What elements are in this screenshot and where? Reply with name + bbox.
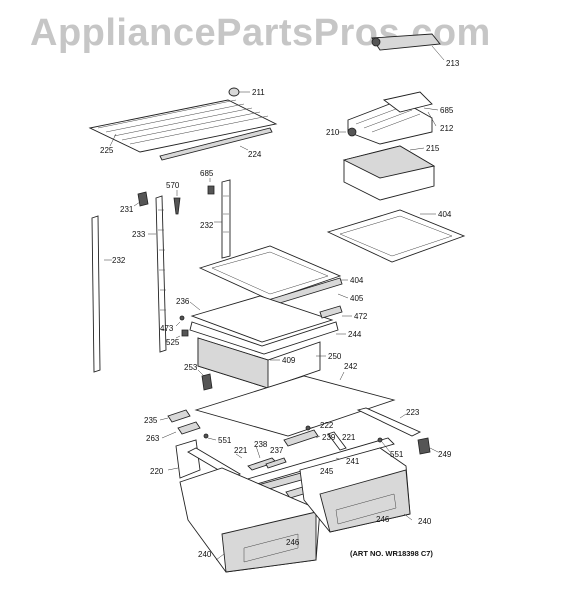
part-240-crisper-drawer-right (299, 447, 413, 533)
callout-225: 225 (100, 146, 114, 155)
callout-473: 473 (160, 324, 174, 333)
callout-238: 238 (254, 440, 268, 449)
callout-551-right: 551 (390, 450, 404, 459)
callout-253: 253 (184, 363, 198, 372)
part-237-trim (265, 457, 287, 469)
part-404-glass-shelf-middle (198, 245, 348, 301)
callout-210: 210 (326, 128, 340, 137)
callout-240-left: 240 (198, 550, 212, 559)
part-244-frame (189, 321, 346, 355)
callout-231: 231 (120, 205, 134, 214)
part-242-crisper-cover-glass (194, 371, 396, 437)
callout-551-left: 551 (218, 436, 232, 445)
callout-404-upper: 404 (438, 210, 452, 219)
callout-224: 224 (248, 150, 262, 159)
callout-239: 239 (322, 433, 336, 442)
part-212-adjustable-shelf (347, 91, 439, 145)
callout-222: 222 (320, 421, 334, 430)
part-210-knob (338, 127, 357, 137)
callout-236: 236 (176, 297, 190, 306)
callout-250: 250 (328, 352, 342, 361)
part-232-rail-center (214, 179, 231, 259)
callout-232-center: 232 (200, 221, 214, 230)
part-222-screw (305, 425, 319, 431)
callout-211: 211 (252, 88, 265, 97)
callout-685-clip: 685 (200, 169, 214, 178)
part-213-bracket (371, 33, 445, 61)
callout-220: 220 (150, 467, 164, 476)
part-225-wire-shelf (88, 99, 278, 153)
callout-232-left: 232 (112, 256, 126, 265)
part-220-side-bracket (167, 439, 201, 479)
part-224-trim-strip (159, 127, 273, 161)
callout-240-right: 240 (418, 517, 432, 526)
callout-685: 685 (440, 106, 454, 115)
part-249-part (417, 437, 439, 455)
part-221-rail-right (327, 431, 347, 451)
part-223-rail (356, 407, 422, 437)
callout-212: 212 (440, 124, 454, 133)
part-239-clip (283, 429, 321, 447)
part-473-screw (175, 315, 185, 327)
callout-405: 405 (350, 294, 364, 303)
part-232-rail-left (91, 215, 112, 373)
part-215-bin (342, 145, 436, 201)
callout-570: 570 (166, 181, 180, 190)
callout-246-left: 246 (286, 538, 300, 547)
part-551-screw-left (203, 433, 217, 441)
callout-404-middle: 404 (350, 276, 364, 285)
callout-249: 249 (438, 450, 452, 459)
callout-409: 409 (282, 356, 296, 365)
part-404-glass-shelf-upper (326, 209, 466, 263)
part-472-slide (319, 305, 352, 319)
callout-233: 233 (132, 230, 146, 239)
part-236-glass-panel (189, 295, 334, 343)
callout-223: 223 (406, 408, 420, 417)
callout-237: 237 (270, 446, 284, 455)
part-551-screw-right (377, 437, 391, 453)
callout-245: 245 (320, 467, 334, 476)
callout-221-left: 221 (234, 446, 248, 455)
part-263-support (161, 421, 201, 439)
part-570-screw (173, 190, 181, 215)
part-240-crisper-drawer-left (179, 467, 321, 573)
part-525-clip (175, 329, 189, 339)
callout-215: 215 (426, 144, 440, 153)
callout-246-right: 246 (376, 515, 390, 524)
callout-525: 525 (166, 338, 180, 347)
callout-241: 241 (346, 457, 360, 466)
part-235-support (159, 409, 191, 423)
part-231-bracket (133, 191, 149, 207)
part-253-bracket (197, 369, 213, 391)
part-250-meat-drawer (197, 337, 326, 389)
part-233-rail (148, 195, 167, 353)
part-211-knob (228, 87, 250, 97)
callout-235: 235 (144, 416, 158, 425)
callout-244: 244 (348, 330, 362, 339)
callout-213: 213 (446, 59, 460, 68)
callout-242: 242 (344, 362, 358, 371)
part-685-clip (207, 178, 215, 195)
callout-221-right: 221 (342, 433, 356, 442)
callout-472: 472 (354, 312, 368, 321)
art-number: (ART NO. WR18398 C7) (350, 549, 433, 558)
callout-263: 263 (146, 434, 160, 443)
